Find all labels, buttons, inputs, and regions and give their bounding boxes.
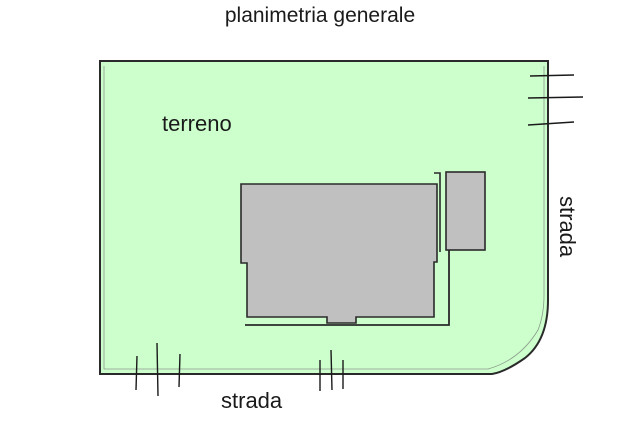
land-label: terreno [162, 111, 232, 136]
perimeter-wall [434, 172, 441, 252]
road-label-bottom: strada [221, 388, 283, 413]
hatch-marks-top-right [527, 74, 584, 126]
annex-building [445, 171, 486, 251]
parcel-inner-line [103, 66, 545, 370]
hatch-marks-bottom-middle [319, 349, 344, 391]
road-label-right: strada [555, 196, 580, 258]
hatch-marks-bottom-left [135, 342, 181, 397]
boundary-line-right [245, 250, 450, 326]
main-building [240, 183, 438, 324]
plan-title: planimetria generale [224, 4, 416, 27]
